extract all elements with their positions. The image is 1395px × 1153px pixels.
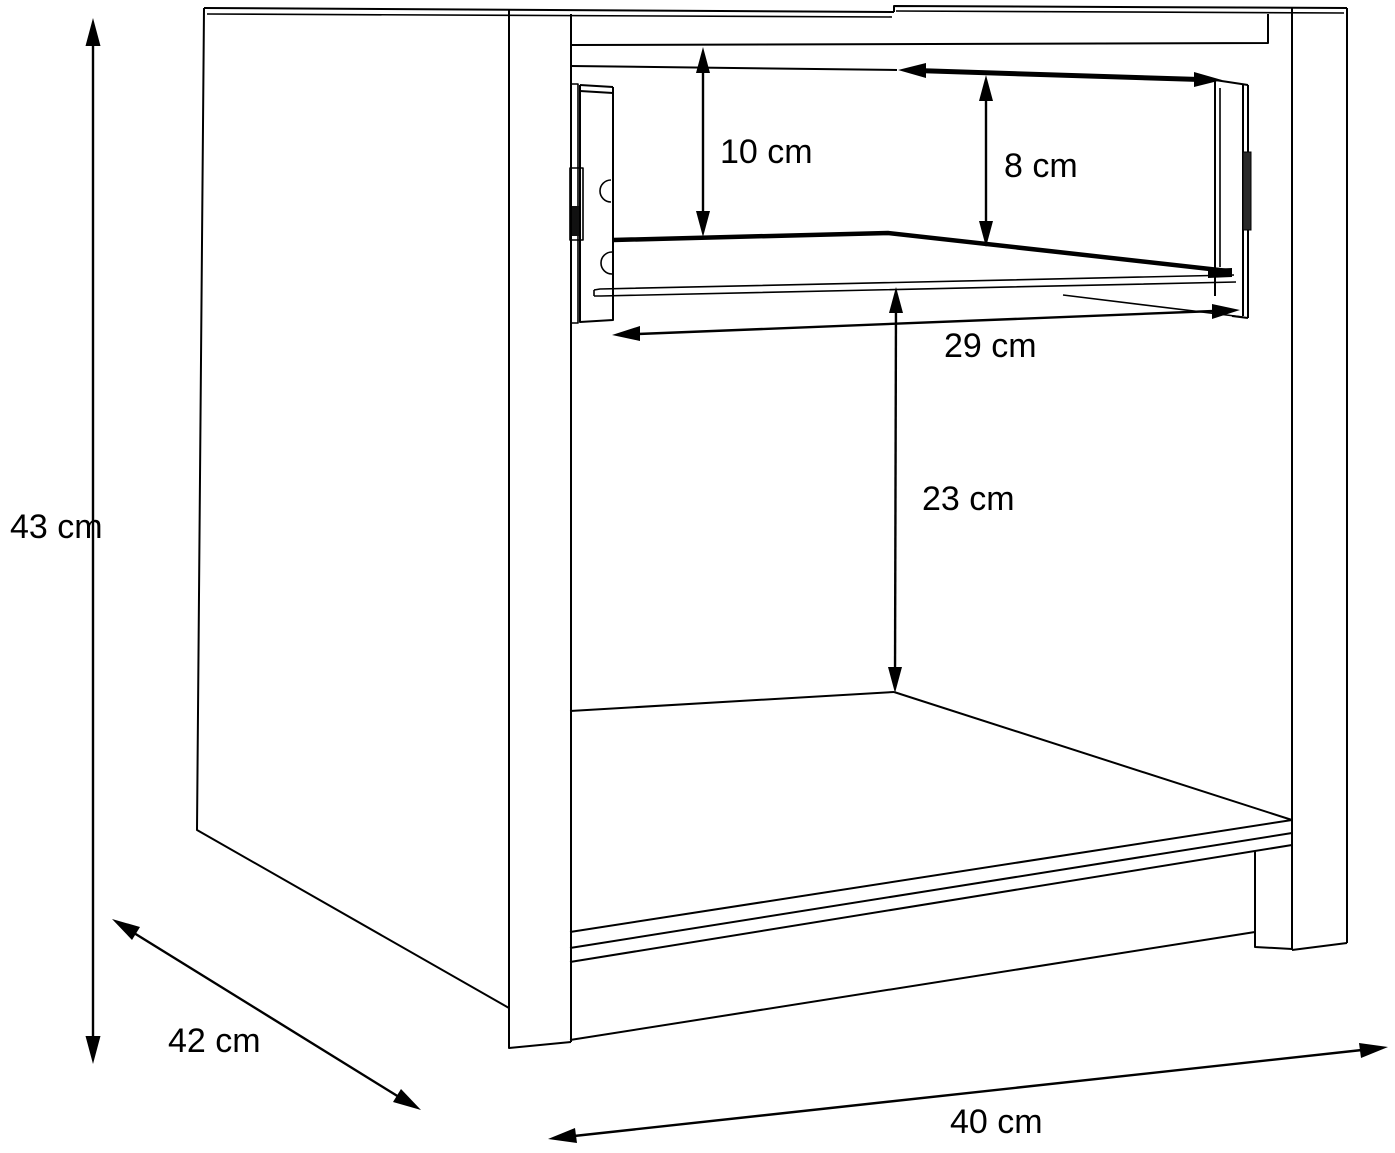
height-dimension-arrow: [85, 18, 101, 1064]
drawer-side-panel: [579, 84, 614, 323]
drawer-bottom-sheet: [593, 268, 1244, 318]
cabinet-drawing: [196, 5, 1348, 1049]
drawer-handle-groove: [1242, 151, 1252, 231]
compartment-height-dimension-label: 23 cm: [922, 480, 1015, 518]
drawer-width-dimension-label: 29 cm: [944, 327, 1037, 365]
left-side-panel: [196, 7, 895, 1049]
drawer-width-dimension-arrow: [612, 304, 1240, 341]
opening-height-dimension-label: 10 cm: [720, 133, 813, 171]
right-side-panel: [1291, 7, 1348, 951]
drawer-assembly: [569, 79, 1252, 324]
opening-height-dimension-arrow: [696, 47, 710, 237]
bottom-shelf: [569, 691, 1293, 949]
drawer-left-rail: [569, 83, 584, 324]
drawer-height-dimension-arrow: [979, 75, 993, 247]
top-panel: [570, 5, 1348, 71]
drawer-top-span-arrow: [898, 63, 1222, 87]
rail-clip-detail: [572, 206, 579, 236]
compartment-height-dimension-arrow: [888, 287, 903, 693]
width-dimension-label: 40 cm: [950, 1103, 1043, 1141]
depth-dimension-label: 42 cm: [168, 1022, 261, 1060]
drawer-front-panel: [1214, 79, 1252, 319]
sheet-end-cap: [1208, 268, 1232, 278]
drawer-height-dimension-label: 8 cm: [1004, 147, 1078, 185]
plinth-front-rail: [569, 844, 1293, 1041]
width-dimension-arrow: [548, 1043, 1388, 1143]
height-dimension-label: 43 cm: [10, 508, 103, 546]
depth-dimension-arrow: [112, 919, 421, 1110]
drawer-bottom-surface: [612, 230, 1229, 274]
